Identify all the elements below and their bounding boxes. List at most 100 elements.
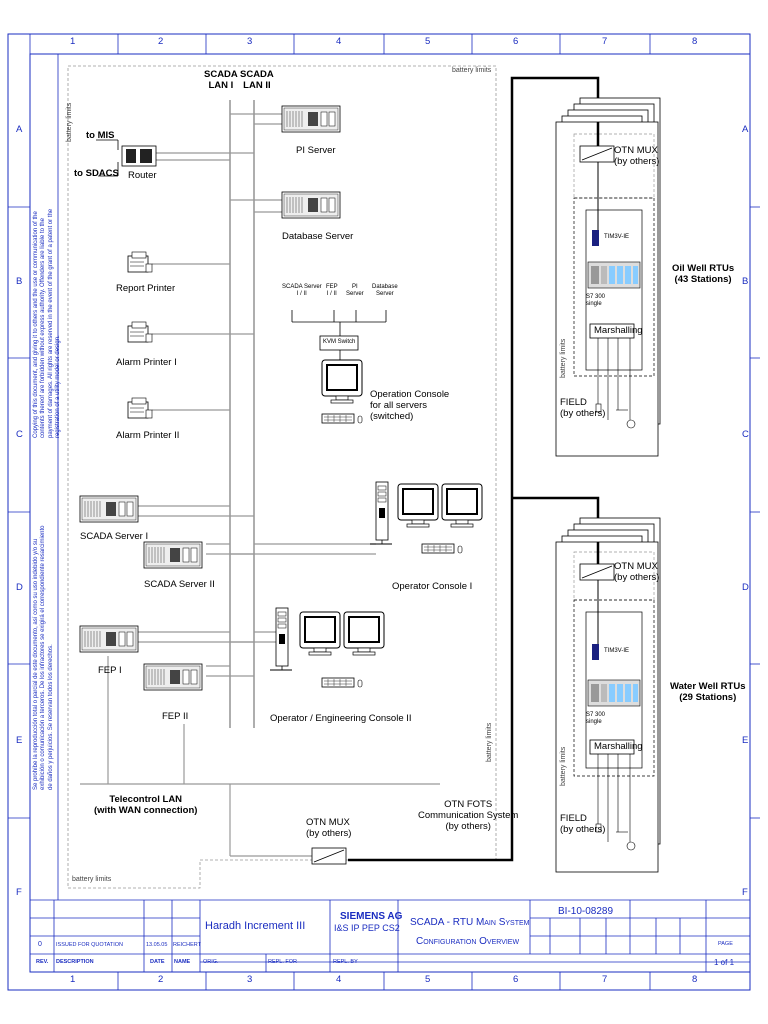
router-label: Router xyxy=(128,170,157,181)
col-2-top: 2 xyxy=(158,36,164,47)
scada-lan-2-label: SCADA LAN II xyxy=(240,69,274,91)
row-d-left: D xyxy=(16,582,23,593)
pi-server-unit xyxy=(281,105,341,133)
kvm-target-scada: SCADA Server I / II xyxy=(282,284,322,297)
fep-2-unit xyxy=(143,663,203,691)
report-printer-icon xyxy=(127,251,153,273)
col-7-top: 7 xyxy=(602,36,608,47)
water-otn-mux-label: OTN MUX (by others) xyxy=(614,561,660,583)
otn-fots-label: OTN FOTS Communication System (by others… xyxy=(418,799,519,832)
row-a-left: A xyxy=(16,124,23,135)
oil-s7-label: S7 300 single xyxy=(586,294,606,307)
col-4-bottom: 4 xyxy=(336,974,342,985)
oil-rtu-stack xyxy=(555,97,661,457)
scada-server-1-label: SCADA Server I xyxy=(80,531,149,542)
row-c-right: C xyxy=(742,429,749,440)
scada-server-1-unit xyxy=(79,495,139,523)
col-3-top: 3 xyxy=(247,36,253,47)
repl-by-label: REPL. BY xyxy=(333,959,358,965)
project-name: Haradh Increment III xyxy=(205,920,306,932)
header-date: DATE xyxy=(150,959,165,965)
drawing-title-line-2: Configuration Overview xyxy=(416,936,520,947)
rev-number: 0 xyxy=(38,941,42,948)
legal-notice-en: Copying of this document, and giving it … xyxy=(33,208,62,438)
fep-1-unit xyxy=(79,625,139,653)
row-d-right: D xyxy=(742,582,749,593)
operator-console-2-label: Operator / Engineering Console II xyxy=(270,713,412,724)
operation-console-icon xyxy=(321,359,363,424)
row-e-left: E xyxy=(16,735,23,746)
fep-1-label: FEP I xyxy=(98,665,122,676)
col-2-bottom: 2 xyxy=(158,974,164,985)
water-rtu-stack xyxy=(555,517,661,873)
col-7-bottom: 7 xyxy=(602,974,608,985)
col-6-top: 6 xyxy=(513,36,519,47)
telecontrol-lan-label: Telecontrol LAN (with WAN connection) xyxy=(94,794,198,816)
otn-mux-central-label: OTN MUX (by others) xyxy=(306,817,352,839)
operator-console-2-icon xyxy=(269,607,385,688)
kvm-switch-label: KVM Switch xyxy=(323,339,356,345)
operator-console-1-icon xyxy=(369,481,483,554)
kvm-target-fep: FEP I / II xyxy=(326,284,338,297)
row-f-right: F xyxy=(742,887,748,898)
operator-console-1-label: Operator Console I xyxy=(392,581,473,592)
col-3-bottom: 3 xyxy=(247,974,253,985)
header-description: DESCRIPTION xyxy=(56,959,94,965)
col-8-top: 8 xyxy=(692,36,698,47)
oil-marshalling-label: Marshalling xyxy=(594,325,643,336)
col-5-bottom: 5 xyxy=(425,974,431,985)
row-b-right: B xyxy=(742,276,749,287)
to-mis-label: to MIS xyxy=(86,130,115,141)
kvm-target-pi: PI Server xyxy=(346,284,364,297)
fep-2-label: FEP II xyxy=(162,711,189,722)
database-server-label: Database Server xyxy=(282,231,354,242)
water-marshalling-label: Marshalling xyxy=(594,741,643,752)
battery-limits-left: battery limits xyxy=(66,102,73,142)
page-number: 1 of 1 xyxy=(714,958,735,967)
col-8-bottom: 8 xyxy=(692,974,698,985)
orig-label: ORIG. xyxy=(203,959,219,965)
alarm-printer-2-label: Alarm Printer II xyxy=(116,430,180,441)
drawing-title-line-1: SCADA - RTU Main System xyxy=(410,917,530,928)
battery-limits-right: battery limits xyxy=(486,722,493,762)
water-rtus-title: Water Well RTUs (29 Stations) xyxy=(670,681,746,703)
water-field-label: FIELD (by others) xyxy=(560,813,606,835)
oil-field-label: FIELD (by others) xyxy=(560,397,606,419)
col-6-bottom: 6 xyxy=(513,974,519,985)
report-printer-label: Report Printer xyxy=(116,283,176,294)
kvm-target-database: Database Server xyxy=(372,284,398,297)
alarm-printer-1-icon xyxy=(127,321,153,343)
col-5-top: 5 xyxy=(425,36,431,47)
row-b-left: B xyxy=(16,276,23,287)
water-tim-label: TIM3V-IE xyxy=(604,648,630,654)
scada-lan-1-label: SCADA LAN I xyxy=(204,69,238,91)
row-e-right: E xyxy=(742,735,749,746)
rev-description: ISSUED FOR QUOTATION xyxy=(56,942,124,948)
operation-console-label: Operation Console for all servers (switc… xyxy=(370,389,450,422)
rev-name: REICHERT xyxy=(173,942,202,948)
col-1-bottom: 1 xyxy=(70,974,76,985)
battery-limits-oil: battery limits xyxy=(560,338,567,378)
alarm-printer-1-label: Alarm Printer I xyxy=(116,357,177,368)
oil-tim-label: TIM3V-IE xyxy=(604,234,630,240)
row-a-right: A xyxy=(742,124,749,135)
oil-otn-mux-label: OTN MUX (by others) xyxy=(614,145,660,167)
header-rev: REV. xyxy=(36,959,49,965)
document-number: BI-10-08289 xyxy=(558,906,614,917)
battery-limits-water: battery limits xyxy=(560,746,567,786)
col-4-top: 4 xyxy=(336,36,342,47)
rev-date: 13.05.05 xyxy=(146,942,168,948)
router-icon xyxy=(121,145,157,167)
company-name: SIEMENS AG xyxy=(340,911,403,922)
to-sdacs-label: to SDACS xyxy=(74,168,119,179)
header-name: NAME xyxy=(174,959,191,965)
battery-limits-bottom: battery limits xyxy=(72,876,112,883)
oil-rtus-title: Oil Well RTUs (43 Stations) xyxy=(672,263,735,285)
battery-limits-top: battery limits xyxy=(452,67,492,74)
page-label: PAGE xyxy=(718,941,733,947)
scada-server-2-label: SCADA Server II xyxy=(144,579,215,590)
legal-notice-es: Se prohíbe la reproducción total o parci… xyxy=(33,525,54,790)
pi-server-label: PI Server xyxy=(296,145,336,156)
